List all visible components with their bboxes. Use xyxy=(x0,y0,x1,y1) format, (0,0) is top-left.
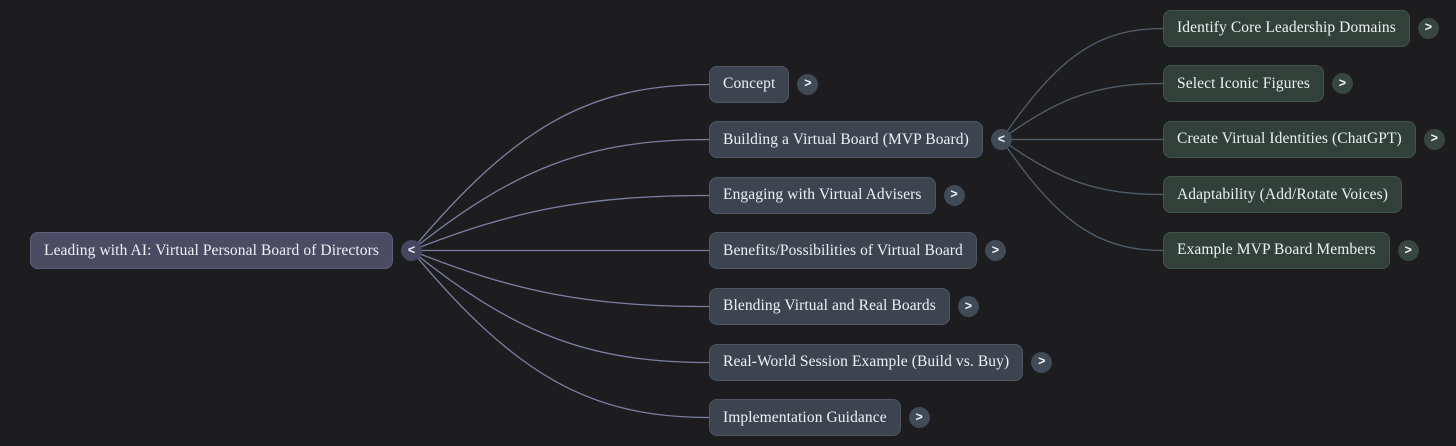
node-pill[interactable]: Identify Core Leadership Domains xyxy=(1163,9,1410,47)
mindmap-node: Adaptability (Add/Rotate Voices) xyxy=(1163,176,1402,214)
collapse-toggle-icon[interactable]: < xyxy=(990,129,1012,151)
mindmap-node: Engaging with Virtual Advisers > xyxy=(709,176,965,214)
node-pill[interactable]: Example MVP Board Members xyxy=(1163,231,1390,269)
mindmap-node: Blending Virtual and Real Boards > xyxy=(709,287,979,325)
mindmap-node: Benefits/Possibilities of Virtual Board … xyxy=(709,232,1006,270)
node-label: Implementation Guidance xyxy=(723,408,887,426)
connector-line xyxy=(411,83,710,251)
expand-toggle-icon[interactable]: > xyxy=(1423,128,1445,150)
mindmap-node: Concept > xyxy=(709,65,819,103)
mindmap-node: Building a Virtual Board (MVP Board) < xyxy=(709,121,1012,159)
collapse-toggle-icon[interactable]: < xyxy=(401,240,423,262)
node-pill[interactable]: Engaging with Virtual Advisers xyxy=(709,176,936,214)
node-label: Adaptability (Add/Rotate Voices) xyxy=(1177,185,1388,203)
node-label: Example MVP Board Members xyxy=(1177,241,1376,259)
expand-toggle-icon[interactable]: > xyxy=(984,240,1006,262)
root-node-pill[interactable]: Leading with AI: Virtual Personal Board … xyxy=(30,232,394,270)
mindmap-node: Identify Core Leadership Domains > xyxy=(1163,9,1439,47)
expand-toggle-icon[interactable]: > xyxy=(1417,17,1439,39)
expand-toggle-icon[interactable]: > xyxy=(1031,351,1053,373)
node-label: Blending Virtual and Real Boards xyxy=(723,297,936,315)
connector-line xyxy=(1000,27,1164,140)
node-pill[interactable]: Implementation Guidance xyxy=(709,399,901,437)
node-pill[interactable]: Real-World Session Example (Build vs. Bu… xyxy=(709,343,1024,381)
mindmap-node: Implementation Guidance > xyxy=(709,399,930,437)
node-label: Select Iconic Figures xyxy=(1177,74,1310,92)
mindmap-node: Example MVP Board Members > xyxy=(1163,231,1419,269)
connector-line xyxy=(1000,139,1164,252)
node-pill[interactable]: Adaptability (Add/Rotate Voices) xyxy=(1163,176,1402,214)
node-pill[interactable]: Benefits/Possibilities of Virtual Board xyxy=(709,232,977,270)
mindmap-node-root: Leading with AI: Virtual Personal Board … xyxy=(30,232,423,270)
node-label: Identify Core Leadership Domains xyxy=(1177,19,1396,36)
connector-line xyxy=(411,249,710,364)
node-pill[interactable]: Blending Virtual and Real Boards xyxy=(709,287,950,325)
node-label: Building a Virtual Board (MVP Board) xyxy=(723,130,969,148)
node-pill[interactable]: Concept xyxy=(709,65,790,103)
expand-toggle-icon[interactable]: > xyxy=(957,295,979,317)
root-node-label: Leading with AI: Virtual Personal Board … xyxy=(44,241,380,259)
expand-toggle-icon[interactable]: > xyxy=(797,73,819,95)
mindmap-node: Select Iconic Figures > xyxy=(1163,65,1353,103)
connector-line xyxy=(1001,138,1164,196)
expand-toggle-icon[interactable]: > xyxy=(1397,239,1419,261)
node-label: Create Virtual Identities (ChatGPT) xyxy=(1177,130,1402,148)
node-pill[interactable]: Building a Virtual Board (MVP Board) xyxy=(709,121,983,159)
connector-line xyxy=(411,249,710,308)
expand-toggle-icon[interactable]: > xyxy=(1331,73,1353,95)
connector-line xyxy=(411,194,710,252)
connector-line xyxy=(411,250,710,419)
expand-toggle-icon[interactable]: > xyxy=(908,407,930,429)
node-label: Engaging with Virtual Advisers xyxy=(723,186,922,204)
mindmap-node: Create Virtual Identities (ChatGPT) > xyxy=(1163,120,1445,158)
node-pill[interactable]: Select Iconic Figures xyxy=(1163,65,1324,103)
connector-line xyxy=(411,138,710,252)
node-label: Real-World Session Example (Build vs. Bu… xyxy=(723,353,1010,370)
node-pill[interactable]: Create Virtual Identities (ChatGPT) xyxy=(1163,120,1416,158)
mindmap-node: Real-World Session Example (Build vs. Bu… xyxy=(709,343,1053,381)
connector-line xyxy=(1001,82,1164,141)
node-label: Concept xyxy=(723,75,776,92)
expand-toggle-icon[interactable]: > xyxy=(943,184,965,206)
node-label: Benefits/Possibilities of Virtual Board xyxy=(723,241,963,259)
